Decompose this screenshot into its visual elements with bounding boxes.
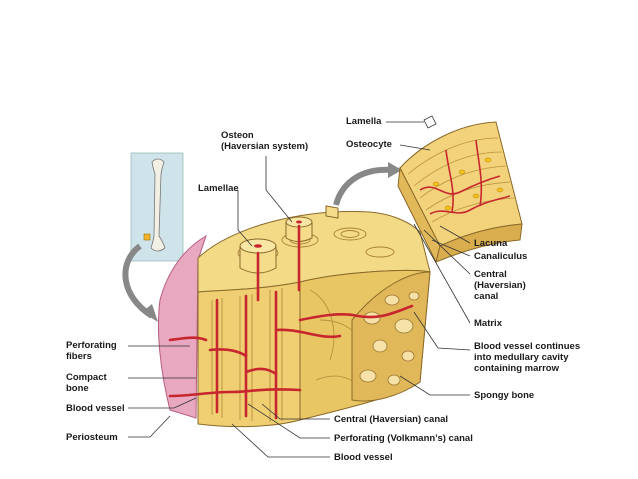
label-spongy-bone: Spongy bone xyxy=(474,390,535,401)
label-osteocyte: Osteocyte xyxy=(346,139,392,150)
label-lacuna: Lacuna xyxy=(474,238,508,249)
label-lamella: Lamella xyxy=(346,116,382,127)
inset-arrow xyxy=(122,243,154,319)
label-perforating-fibers-line-2: fibers xyxy=(66,351,92,362)
label-central-canal-right-line-2: (Haversian) xyxy=(474,280,526,291)
label-canaliculus: Canaliculus xyxy=(474,251,528,262)
label-osteon: Osteon (Haversian system) xyxy=(221,130,308,152)
label-perforating-fibers: Perforating fibers xyxy=(66,340,117,362)
periosteum-layer xyxy=(157,234,207,419)
leader-lines xyxy=(128,121,471,458)
label-compact-bone-line-1: Compact xyxy=(66,372,107,383)
label-blood-vessel-left: Blood vessel xyxy=(66,403,125,414)
detail-arrow xyxy=(333,166,393,206)
label-blood-vessel-bottom: Blood vessel xyxy=(334,452,393,463)
label-periosteum: Periosteum xyxy=(66,432,118,443)
label-central-canal-right: Central (Haversian) canal xyxy=(474,269,526,302)
label-central-canal-right-line-3: canal xyxy=(474,291,499,302)
label-compact-bone: Compact bone xyxy=(66,372,107,394)
label-matrix: Matrix xyxy=(474,318,502,329)
label-blood-vessel-continues-line-2: into medullary cavity xyxy=(474,352,569,363)
lamella-detail-inset xyxy=(397,115,523,264)
label-blood-vessel-continues-line-3: containing marrow xyxy=(474,363,559,374)
label-perforating-canal: Perforating (Volkmann’s) canal xyxy=(334,433,473,444)
label-lamellae: Lamellae xyxy=(198,183,239,194)
label-central-canal-bottom: Central (Haversian) canal xyxy=(334,414,449,425)
label-osteon-line-1: Osteon xyxy=(221,130,254,141)
label-compact-bone-line-2: bone xyxy=(66,383,89,394)
label-perforating-fibers-line-1: Perforating xyxy=(66,340,117,351)
label-central-canal-right-line-1: Central xyxy=(474,269,507,280)
femur-inset xyxy=(130,152,184,262)
label-osteon-line-2: (Haversian system) xyxy=(221,141,309,152)
blood-vessels xyxy=(168,224,414,420)
label-blood-vessel-continues: Blood vessel continues into medullary ca… xyxy=(474,341,580,374)
label-blood-vessel-continues-line-1: Blood vessel continues xyxy=(474,341,581,352)
